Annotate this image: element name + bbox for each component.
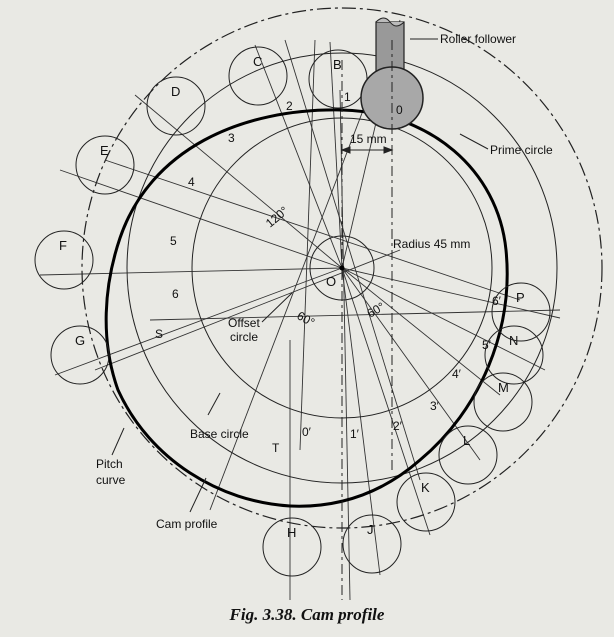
roller-label-J: J bbox=[367, 522, 374, 537]
leader-lines bbox=[111, 38, 489, 513]
roller-circles: ABCDEFGHJKLMNP bbox=[34, 46, 551, 577]
construction-line bbox=[341, 267, 501, 396]
construction-line bbox=[104, 159, 521, 301]
roller-label-K: K bbox=[421, 480, 430, 495]
construction-line bbox=[59, 169, 343, 269]
base-circle-label: Base circle bbox=[190, 427, 249, 441]
roller-circle-H bbox=[262, 517, 322, 577]
offset-dimension bbox=[340, 40, 394, 600]
return-mark-0: 0′ bbox=[302, 425, 312, 439]
roller-label-C: C bbox=[253, 54, 262, 69]
return-mark-1: 1′ bbox=[350, 427, 360, 441]
radius-label: Radius 45 mm bbox=[393, 237, 470, 251]
letter-S: S bbox=[155, 327, 163, 341]
roller-circle-G bbox=[50, 325, 110, 385]
angle-120-label: 120° bbox=[263, 203, 291, 230]
prime-mark-6: 6 bbox=[172, 287, 179, 301]
roller-circle-P bbox=[491, 282, 551, 342]
return-mark-6: 6′ bbox=[492, 294, 502, 308]
prime-mark-5: 5 bbox=[170, 234, 177, 248]
prime-mark-3: 3 bbox=[228, 131, 235, 145]
roller-label-H: H bbox=[287, 525, 296, 540]
cam-profile-curve bbox=[104, 108, 509, 508]
roller-label-F: F bbox=[59, 238, 67, 253]
roller-label-E: E bbox=[100, 143, 109, 158]
angle-60a-label: 60° bbox=[295, 308, 318, 329]
roller-circle-M bbox=[473, 372, 533, 432]
return-mark-3: 3′ bbox=[430, 399, 440, 413]
letter-zero: 0 bbox=[396, 103, 403, 117]
construction-line bbox=[209, 39, 391, 511]
return-mark-2: 2′ bbox=[393, 419, 403, 433]
return-mark-4: 4′ bbox=[452, 367, 462, 381]
roller-circle-F bbox=[34, 230, 94, 290]
construction-lines bbox=[39, 19, 561, 601]
construction-line bbox=[149, 309, 561, 321]
roller-label-P: P bbox=[516, 290, 525, 305]
construction-line bbox=[341, 267, 431, 536]
construction-line bbox=[341, 267, 546, 371]
roller-circle-J bbox=[342, 514, 402, 574]
roller-circle-C bbox=[228, 46, 288, 106]
angle-60b-label: 60° bbox=[365, 299, 388, 320]
roller-circle-E bbox=[75, 135, 135, 195]
construction-line bbox=[299, 39, 316, 451]
roller-circle-K bbox=[396, 472, 456, 532]
roller-label-L: L bbox=[463, 433, 470, 448]
pitch-curve-label-2: curve bbox=[96, 473, 126, 487]
construction-line bbox=[39, 267, 343, 276]
prime-mark-1: 1 bbox=[344, 90, 351, 104]
center-label: O bbox=[326, 274, 336, 289]
roller-label-B: B bbox=[333, 57, 342, 72]
roller-follower-label: Roller follower bbox=[440, 32, 516, 46]
construction-line bbox=[54, 267, 343, 376]
return-mark-5: 5′ bbox=[482, 338, 492, 352]
prime-mark-2: 2 bbox=[286, 99, 293, 113]
construction-line bbox=[341, 267, 381, 576]
construction-line bbox=[94, 249, 401, 371]
construction-line bbox=[284, 39, 421, 481]
offset-circle-label-1: Offset bbox=[228, 316, 260, 330]
offset-circle-label-2: circle bbox=[230, 330, 258, 344]
roller-label-G: G bbox=[75, 333, 85, 348]
construction-line bbox=[341, 267, 561, 319]
roller-label-M: M bbox=[498, 380, 509, 395]
prime-circle-label: Prime circle bbox=[490, 143, 553, 157]
cam-profile-label: Cam profile bbox=[156, 517, 218, 531]
angle-marks: 1 2 3 4 5 6 0′ 1′ 2′ 3′ 4′ 5′ 6′ bbox=[170, 90, 502, 441]
figure-caption: Fig. 3.38. Cam profile bbox=[229, 605, 385, 624]
roller-circle-N bbox=[484, 325, 544, 385]
offset-dim-label: 15 mm bbox=[350, 132, 387, 146]
construction-line bbox=[254, 44, 343, 269]
construction-line bbox=[329, 41, 343, 269]
pitch-curve-label-1: Pitch bbox=[96, 457, 123, 471]
roller-circle-D bbox=[146, 76, 206, 136]
roller-circle-L bbox=[438, 425, 498, 485]
letter-T: T bbox=[272, 441, 280, 455]
center-point bbox=[339, 265, 345, 271]
prime-mark-4: 4 bbox=[188, 175, 195, 189]
follower-top-break bbox=[375, 17, 405, 27]
construction-line bbox=[341, 267, 481, 461]
roller-label-D: D bbox=[171, 84, 180, 99]
follower-stem bbox=[375, 21, 405, 75]
